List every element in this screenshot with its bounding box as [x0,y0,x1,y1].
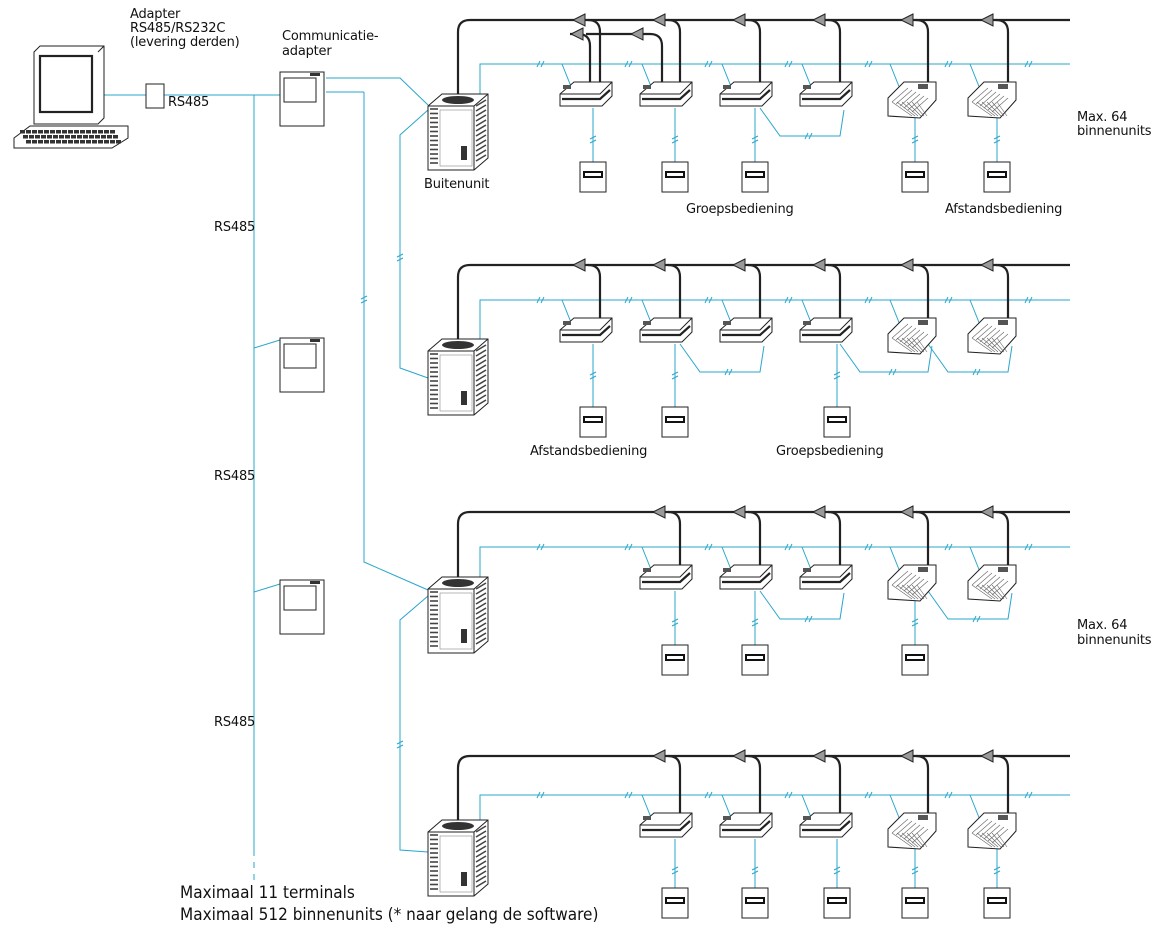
rs232c-adapter-icon [145,83,165,109]
remote-controller-icon [983,887,1011,919]
branch-valve [899,505,914,519]
branch-valve [811,13,826,27]
cassette-unit-icon [719,564,773,590]
branch-valve [651,505,666,519]
cassette-unit-icon [719,812,773,838]
remote-controller-icon [823,887,851,919]
group-control-label-1: Groepsbediening [686,202,794,217]
branch-valve [651,749,666,763]
branch-valve [731,749,746,763]
cassette-4way-icon [887,812,937,850]
cassette-unit-icon [559,317,613,343]
branch-valve [731,13,746,27]
communication-adapter-icon [279,71,325,127]
comm-adapter-label-2: adapter [282,44,332,59]
cassette-unit-icon [799,564,853,590]
max-units-label-1: Max. 64 [1077,110,1128,125]
branch-valve [571,258,586,272]
footer-indoor-units: Maximaal 512 binnenunits (* naar gelang … [180,905,599,925]
branch-valve [811,258,826,272]
branch-valve [731,505,746,519]
cassette-4way-icon [887,564,937,602]
computer-icon [13,45,129,149]
communication-adapter-icon [279,337,325,393]
max-units-label-1b: binnenunits [1077,124,1152,139]
adapter-label-3: (levering derden) [130,35,240,50]
outdoor-unit-icon [427,819,489,897]
footer-terminals: Maximaal 11 terminals [180,883,355,903]
outdoor-unit-label: Buitenunit [424,177,490,192]
cassette-unit-icon [639,317,693,343]
group-control-label-2: Groepsbediening [776,444,884,459]
rs485-pc-label: RS485 [168,95,210,110]
remote-controller-icon [741,644,769,676]
remote-control-label-2: Afstandsbediening [530,444,648,459]
branch-valve [979,13,994,27]
devices [13,45,1017,919]
branch-valve [979,749,994,763]
branch-valve [811,749,826,763]
remote-controller-icon [901,644,929,676]
remote-controller-icon [661,644,689,676]
remote-controller-icon [661,161,689,193]
branch-valve [731,258,746,272]
cassette-unit-icon [559,81,613,107]
refrigerant-piping [456,13,1070,822]
cassette-unit-icon [799,81,853,107]
outdoor-unit-icon [427,576,489,654]
cassette-4way-icon [967,317,1017,355]
adapter-label-2: RS485/RS232C [130,21,226,36]
rs485-label-3: RS485 [214,715,256,730]
remote-controller-icon [741,887,769,919]
cassette-unit-icon [799,317,853,343]
cassette-unit-icon [639,81,693,107]
adapter-label: Adapter [130,7,181,22]
branch-valve [899,13,914,27]
cassette-unit-icon [799,812,853,838]
cassette-4way-icon [887,81,937,119]
cassette-unit-icon [719,81,773,107]
cassette-4way-icon [887,317,937,355]
communication-adapter-icon [279,579,325,635]
rs485-label-1: RS485 [214,220,256,235]
cassette-unit-icon [639,812,693,838]
branch-valve [569,27,584,41]
remote-control-label-1: Afstandsbediening [945,202,1063,217]
remote-controller-icon [823,406,851,438]
remote-controller-icon [661,887,689,919]
comm-adapter-label: Communicatie- [282,29,379,44]
remote-controller-icon [983,161,1011,193]
cassette-unit-icon [719,317,773,343]
cassette-4way-icon [967,564,1017,602]
cassette-4way-icon [967,81,1017,119]
branch-valve [651,258,666,272]
remote-controller-icon [661,406,689,438]
cassette-4way-icon [967,812,1017,850]
remote-controller-icon [901,161,929,193]
max-units-label-2b: binnenunits [1077,633,1152,648]
outdoor-unit-icon [427,338,489,416]
remote-controller-icon [741,161,769,193]
branch-valve [811,505,826,519]
branch-valve [629,27,644,41]
remote-controller-icon [901,887,929,919]
branch-valve [979,258,994,272]
max-units-label-2: Max. 64 [1077,618,1128,633]
remote-controller-icon [579,161,607,193]
branch-valve [899,258,914,272]
branch-valve [899,749,914,763]
branch-valve [651,13,666,27]
outdoor-unit-icon [427,93,489,171]
branch-valve [571,13,586,27]
cassette-unit-icon [639,564,693,590]
branch-valve [979,505,994,519]
rs485-label-2: RS485 [214,469,256,484]
remote-controller-icon [579,406,607,438]
